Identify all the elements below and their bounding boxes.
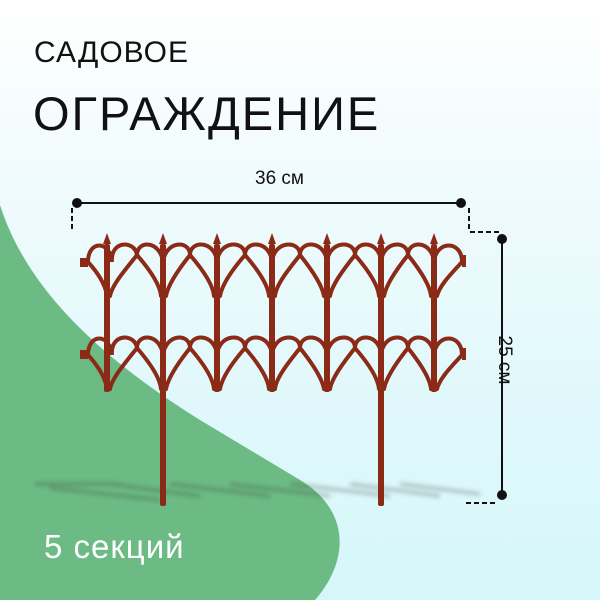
fence-shadow [35,482,481,502]
fence-posts [80,233,466,506]
width-dimension [71,198,500,233]
title-line-1: САДОВОЕ [34,36,190,69]
width-label: 36 см [255,168,304,189]
title-line-2: ОГРАЖДЕНИЕ [33,87,381,140]
height-label: 25 см [494,335,515,385]
sections-label: 5 секций [44,528,185,565]
height-dimension [466,234,507,504]
